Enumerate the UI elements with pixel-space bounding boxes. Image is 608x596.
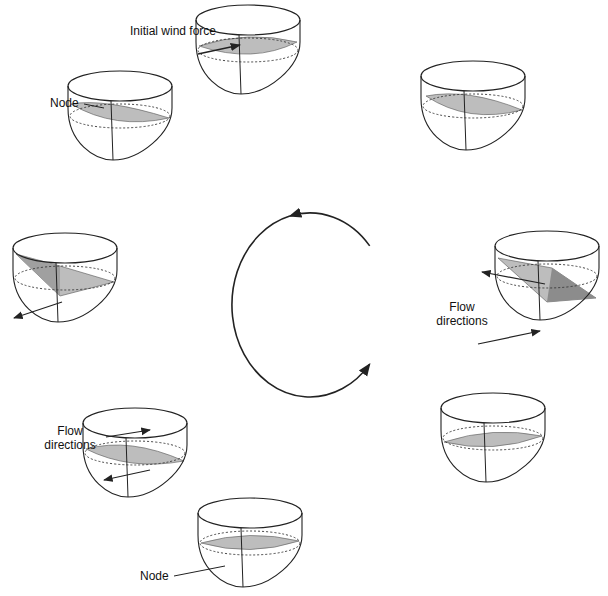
basin — [196, 5, 300, 94]
basin — [198, 498, 302, 587]
basin — [495, 231, 599, 320]
basin — [83, 408, 187, 497]
leader-line — [84, 104, 104, 108]
basin — [441, 393, 545, 482]
force-label: Initial wind force — [130, 24, 216, 38]
callout-label: Node — [140, 569, 169, 583]
basin — [421, 61, 525, 150]
cycle-arrow — [290, 213, 370, 246]
callout-label: Flow directions — [38, 424, 102, 452]
flow-arrow — [14, 302, 62, 318]
leader-line — [174, 566, 225, 576]
callout-label: Flow directions — [430, 300, 494, 328]
wind-arrow — [198, 45, 240, 54]
cycle-arrow — [232, 216, 370, 397]
callout-label: Node — [50, 96, 79, 110]
flow-arrow — [482, 272, 545, 284]
basin — [68, 71, 172, 160]
flow-arrow — [106, 430, 150, 437]
flow-arrow — [478, 331, 540, 344]
flow-arrow — [104, 470, 150, 480]
basin — [13, 233, 117, 322]
